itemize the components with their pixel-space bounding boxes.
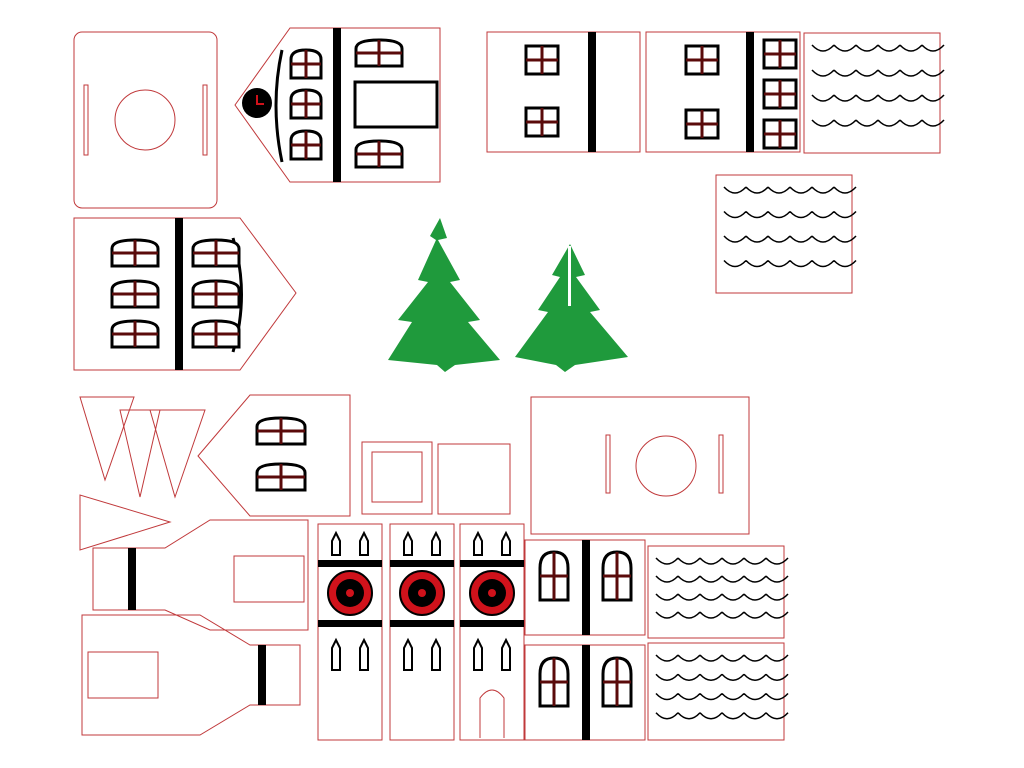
window-icon [762,38,798,70]
window-icon [110,279,160,309]
roof-panel-4 [647,642,789,741]
base-panel-bottom [530,396,750,535]
christmas-tree-2 [515,244,628,372]
small-square-parts [361,441,511,515]
window-icon [762,118,798,150]
roof-panel-1 [803,32,945,154]
window-icon [191,279,241,309]
window-icon [191,238,241,268]
small-tree-cutouts [79,396,206,551]
annex-wall-1 [92,519,309,631]
roof-panels [647,32,945,741]
rosette-clock-icon [327,570,373,616]
window-icon [601,656,633,708]
tower-wall [459,523,525,741]
gable-wall-with-clock [234,27,441,183]
base-panel-top-left [73,31,218,209]
window-icon [538,550,570,602]
front-wall-lower-1 [524,539,646,636]
rosette-clock-icon [469,570,515,616]
window-icon [684,108,720,140]
tower-walls [317,523,525,741]
tower-wall [317,523,383,741]
front-wall-lower-2 [524,644,646,741]
window-icon [524,106,560,138]
tower-wall [389,523,455,741]
window-icon [684,44,720,76]
window-icon [255,416,307,446]
window-icon [601,550,633,602]
window-icon [762,78,798,110]
small-gable-wall [197,394,351,517]
side-wall-2 [645,31,801,153]
window-icon [354,38,404,68]
window-icon [289,48,323,80]
rosette-clock-icon [399,570,445,616]
gable-wall-left [73,217,297,371]
window-icon [110,319,160,349]
roof-panel-2 [715,174,857,294]
annex-wall-2 [81,614,301,736]
window-icon [110,238,160,268]
window-icon [191,319,241,349]
window-icon [538,656,570,708]
window-icon [289,129,323,161]
windows [110,38,798,708]
window-icon [289,88,323,120]
roof-panel-3 [647,545,789,639]
christmas-tree-1 [388,218,500,372]
window-icon [354,139,404,169]
side-wall-1 [486,31,641,153]
window-icon [524,44,560,76]
window-icon [255,462,307,492]
